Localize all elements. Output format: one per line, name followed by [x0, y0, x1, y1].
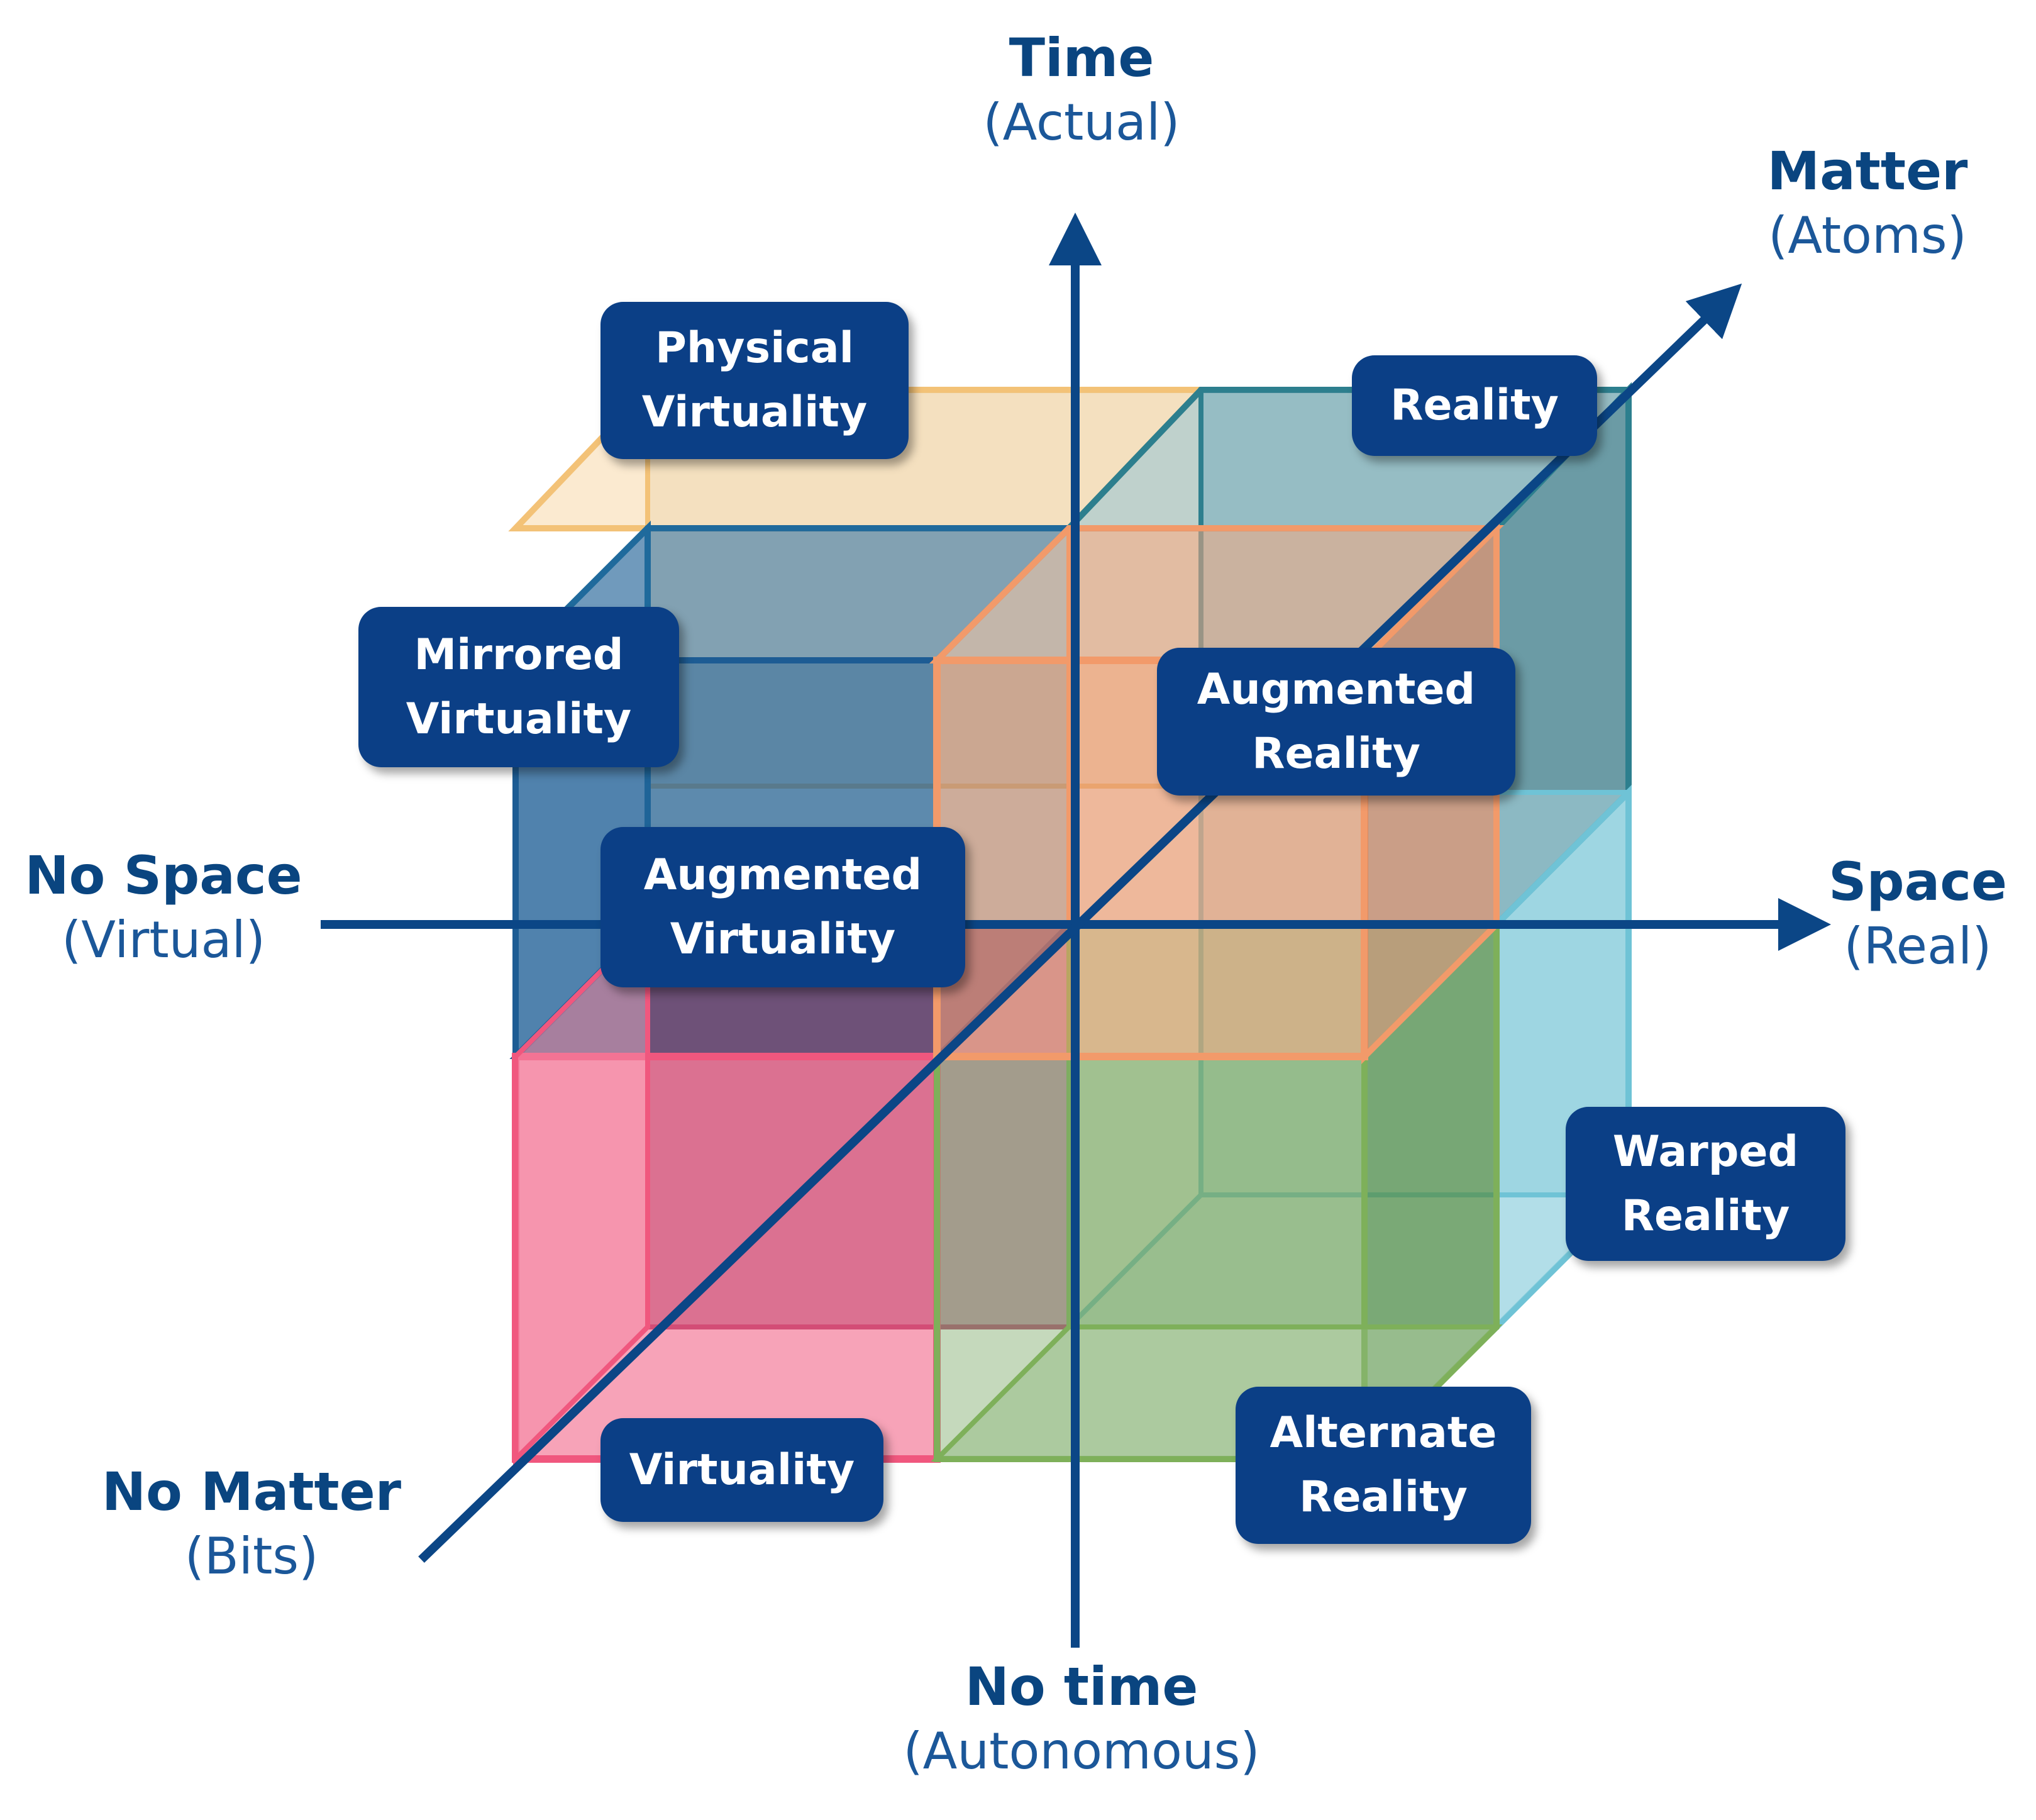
space-axis-label: Space (Real) [1811, 849, 2025, 978]
warped-reality-tag: Warped Reality [1566, 1107, 1845, 1261]
augmented-reality-tag: Augmented Reality [1157, 648, 1515, 796]
physical-virtuality-tag: Physical Virtuality [600, 302, 909, 459]
alternate-reality-tag: Alternate Reality [1236, 1387, 1531, 1544]
no-time-axis-label: No time (Autonomous) [843, 1654, 1320, 1783]
no-time-sublabel: (Autonomous) [903, 1722, 1260, 1780]
mirrored-virtuality-tag: Mirrored Virtuality [358, 607, 679, 767]
virtuality-tag: Virtuality [600, 1418, 883, 1522]
time-sublabel: (Actual) [983, 93, 1180, 152]
no-space-axis-label: No Space (Virtual) [13, 843, 314, 972]
no-matter-label: No Matter [101, 1461, 402, 1523]
matter-sublabel: (Atoms) [1768, 206, 1967, 265]
no-matter-axis-label: No Matter (Bits) [88, 1459, 415, 1588]
reality-tag: Reality [1352, 355, 1597, 456]
no-space-sublabel: (Virtual) [62, 911, 265, 969]
augmented-virtuality-tag: Augmented Virtuality [600, 827, 965, 987]
axes [321, 213, 1831, 1648]
matter-axis-label: Matter (Atoms) [1735, 138, 2000, 267]
time-label: Time [1009, 27, 1154, 89]
no-time-label: No time [965, 1656, 1198, 1717]
matter-label: Matter [1767, 140, 1968, 202]
no-space-label: No Space [25, 845, 302, 906]
space-sublabel: (Real) [1844, 917, 1992, 975]
no-matter-sublabel: (Bits) [184, 1527, 319, 1585]
matter-axis [418, 283, 1742, 1563]
time-axis-label: Time (Actual) [943, 25, 1220, 154]
space-label: Space [1828, 851, 2008, 913]
